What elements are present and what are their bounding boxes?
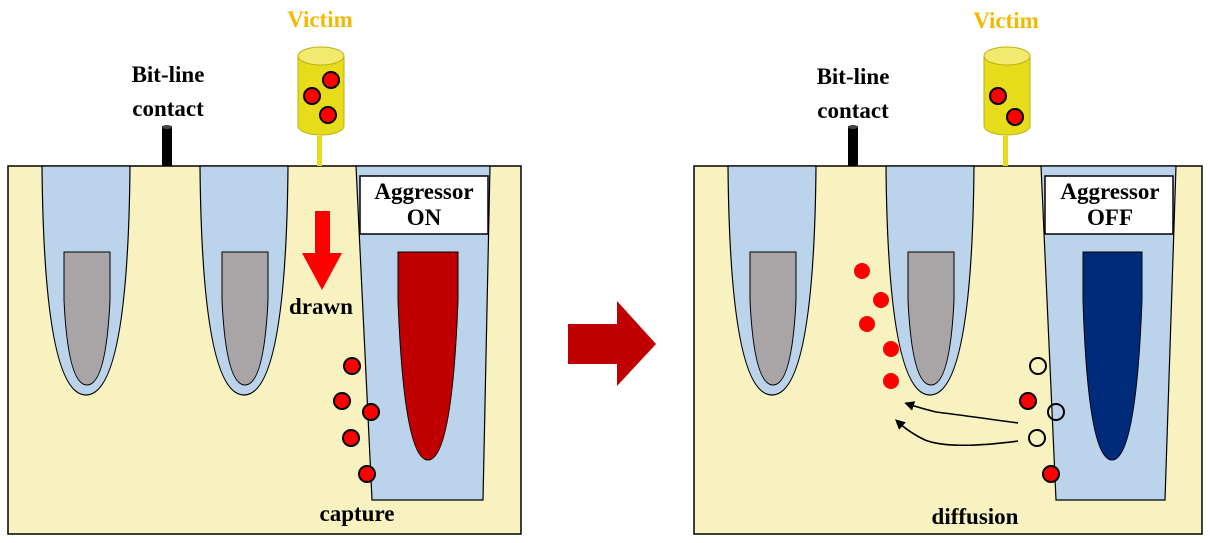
left-bitline-label-1: Bit-line — [132, 62, 205, 87]
left-capture-label: capture — [320, 501, 395, 526]
left-victim-electron — [303, 87, 321, 105]
right-aggressor-label-2: OFF — [1087, 205, 1133, 230]
left-aggressor-label-2: ON — [407, 205, 442, 230]
right-victim-label: Victim — [973, 8, 1039, 33]
right-gate-1 — [749, 251, 797, 386]
left-captured-electron — [362, 403, 380, 421]
left-gate-2 — [221, 251, 269, 386]
right-aggressor-gate — [1082, 251, 1143, 461]
left-aggressor-label-1: Aggressor — [374, 179, 473, 204]
transition-arrow — [568, 301, 656, 386]
left-aggressor-box — [359, 175, 489, 235]
right-diffusion-arrow-2 — [895, 419, 1019, 447]
left-drawn-arrow — [302, 211, 342, 290]
left-captured-electron — [342, 429, 360, 447]
right-empty-trap — [1029, 357, 1047, 375]
left-victim-electron — [319, 106, 337, 124]
right-trapped-electron — [1019, 392, 1037, 410]
left-bitline-contact — [162, 126, 172, 166]
right-bitline-label-1: Bit-line — [817, 64, 890, 89]
left-drawn-label: drawn — [289, 294, 353, 319]
right-gate-2 — [907, 251, 955, 386]
right-victim-stem — [1003, 136, 1008, 166]
right-trapped-electron — [1042, 465, 1060, 483]
left-captured-electron — [343, 357, 361, 375]
right-bitline-label-2: contact — [817, 98, 889, 123]
left-victim-label: Victim — [287, 7, 353, 32]
left-aggressor-gate — [397, 251, 459, 461]
right-empty-trap — [1028, 429, 1046, 447]
right-aggressor-box — [1044, 175, 1174, 235]
right-diffused-electron — [883, 341, 899, 357]
left-captured-electron — [333, 392, 351, 410]
left-victim-cylinder-top — [297, 46, 345, 66]
left-panel: Aggressor ON Bit-line contact Victim dra… — [7, 7, 522, 535]
right-panel: Aggressor OFF Bit-line contact Victim — [693, 8, 1203, 535]
right-diffused-electron — [883, 373, 899, 389]
right-diffused-electron — [873, 292, 889, 308]
left-bitline-label-2: contact — [132, 96, 204, 121]
right-victim-electron — [989, 87, 1007, 105]
left-captured-electron — [358, 465, 376, 483]
left-bitline-contact-top — [162, 125, 172, 129]
right-diffusion-arrow-1 — [904, 401, 1019, 424]
right-empty-trap — [1047, 403, 1065, 421]
right-diffused-electron — [854, 263, 870, 279]
right-bitline-contact — [848, 126, 858, 166]
right-diffused-electron — [859, 316, 875, 332]
right-aggressor-label-1: Aggressor — [1060, 179, 1159, 204]
left-victim-electron — [322, 71, 340, 89]
left-victim-stem — [317, 136, 322, 166]
right-bitline-contact-top — [848, 125, 858, 129]
right-diffusion-label: diffusion — [932, 504, 1019, 529]
right-victim-electron — [1006, 108, 1024, 126]
left-gate-1 — [63, 251, 111, 386]
right-victim-cylinder-top — [983, 46, 1031, 66]
